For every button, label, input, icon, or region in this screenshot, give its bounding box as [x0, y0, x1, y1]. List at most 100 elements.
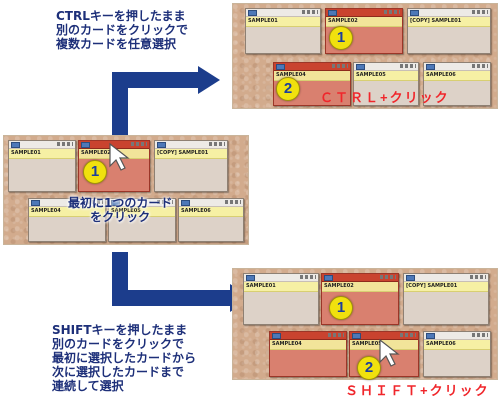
- card-toolbar: [29, 199, 105, 207]
- window-icon: [406, 275, 415, 281]
- window-icon: [11, 142, 20, 148]
- card[interactable]: SAMPLE06: [423, 331, 491, 377]
- card[interactable]: SAMPLE06: [423, 62, 491, 106]
- step-badge: 1: [329, 296, 353, 320]
- initial-selection-panel: SAMPLE01 SAMPLE02 [COPY] SAMPLE01 SAMPLE…: [3, 135, 249, 245]
- card[interactable]: SAMPLE06: [178, 198, 244, 242]
- card-toolbar: [424, 332, 490, 340]
- card[interactable]: SAMPLE01: [243, 273, 319, 325]
- card-controls[interactable]: [470, 275, 486, 279]
- instruction-line: 最初に1つのカード: [68, 196, 173, 210]
- card-title: [COPY] SAMPLE01: [155, 149, 227, 159]
- card-title: SAMPLE05: [109, 207, 175, 217]
- card-controls[interactable]: [209, 142, 225, 146]
- card-toolbar: [424, 63, 490, 71]
- card-selected[interactable]: SAMPLE04: [273, 62, 351, 106]
- card-controls[interactable]: [300, 275, 316, 279]
- card-title: SAMPLE04: [274, 71, 350, 81]
- card-controls[interactable]: [302, 10, 318, 14]
- card-controls[interactable]: [400, 333, 416, 337]
- card[interactable]: SAMPLE01: [8, 140, 76, 192]
- card-title: SAMPLE01: [9, 149, 75, 159]
- window-icon: [356, 64, 365, 70]
- step-badge: 2: [276, 77, 300, 101]
- card-controls[interactable]: [472, 10, 488, 14]
- card-controls[interactable]: [57, 142, 73, 146]
- card[interactable]: [COPY] SAMPLE01: [403, 273, 489, 325]
- window-icon: [328, 10, 337, 16]
- step-badge: 1: [83, 160, 107, 184]
- card[interactable]: SAMPLE05: [108, 198, 176, 242]
- card[interactable]: [COPY] SAMPLE01: [407, 8, 491, 54]
- instruction-line: 複数カードを任意選択: [56, 37, 177, 51]
- window-icon: [272, 333, 281, 339]
- card-toolbar: [354, 63, 418, 71]
- card-title: SAMPLE04: [29, 207, 105, 217]
- window-icon: [276, 64, 285, 70]
- card-controls[interactable]: [225, 200, 241, 204]
- card[interactable]: SAMPLE04: [28, 198, 106, 242]
- card-selected[interactable]: SAMPLE04: [269, 331, 347, 377]
- card-title: SAMPLE06: [424, 340, 490, 350]
- window-icon: [324, 275, 333, 281]
- card-toolbar: [404, 274, 488, 282]
- card-toolbar: [155, 141, 227, 149]
- window-icon: [81, 142, 90, 148]
- card-controls[interactable]: [131, 142, 147, 146]
- card-controls[interactable]: [87, 200, 103, 204]
- card-controls[interactable]: [157, 200, 173, 204]
- mouse-cursor-icon: [109, 142, 130, 171]
- card-toolbar: [9, 141, 75, 149]
- shift-click-label: ＳＨＩＦＴ+クリック: [345, 383, 490, 398]
- window-icon: [111, 200, 120, 206]
- card-controls[interactable]: [472, 64, 488, 68]
- card-toolbar: [274, 63, 350, 71]
- arrow-to-ctrl-panel: [112, 72, 200, 138]
- card-title: SAMPLE02: [322, 282, 398, 292]
- arrow-to-shift-panel: [112, 252, 232, 306]
- window-icon: [352, 333, 361, 339]
- card-title: SAMPLE06: [179, 207, 243, 217]
- window-icon: [157, 142, 166, 148]
- step-badge: 2: [357, 356, 381, 380]
- window-icon: [410, 10, 419, 16]
- ctrl-instruction: CTRLキーを押したまま 別のカードをクリックで 複数カードを任意選択: [56, 9, 188, 51]
- card-controls[interactable]: [380, 275, 396, 279]
- card-toolbar: [246, 9, 320, 17]
- card-controls[interactable]: [472, 333, 488, 337]
- card-title: SAMPLE06: [424, 71, 490, 81]
- window-icon: [248, 10, 257, 16]
- card-toolbar: [322, 274, 398, 282]
- window-icon: [246, 275, 255, 281]
- card-toolbar: [326, 9, 402, 17]
- card-controls[interactable]: [328, 333, 344, 337]
- card-title: [COPY] SAMPLE01: [404, 282, 488, 292]
- card-title: SAMPLE04: [270, 340, 346, 350]
- card-title: SAMPLE05: [354, 71, 418, 81]
- card[interactable]: SAMPLE01: [245, 8, 321, 54]
- card-toolbar: [350, 332, 418, 340]
- card-controls[interactable]: [384, 10, 400, 14]
- ctrl-click-label: ＣＴＲＬ+クリック: [320, 90, 450, 105]
- card-title: SAMPLE02: [326, 17, 402, 27]
- instruction-line: 次に選択したカードまで: [52, 365, 185, 379]
- card-toolbar: [244, 274, 318, 282]
- arrow-head-top: [198, 66, 220, 94]
- card-title: [COPY] SAMPLE01: [408, 17, 490, 27]
- card-toolbar: [109, 199, 175, 207]
- card-title: SAMPLE01: [244, 282, 318, 292]
- card-controls[interactable]: [400, 64, 416, 68]
- first-click-instruction: 最初に1つのカード をクリック: [68, 196, 172, 224]
- instruction-line: 連続して選択: [52, 379, 124, 393]
- instruction-line: 最初に選択したカードから: [52, 351, 197, 365]
- window-icon: [426, 64, 435, 70]
- instruction-line: CTRLキーを押したまま: [56, 9, 186, 23]
- instruction-line: 別のカードをクリックで: [56, 23, 189, 37]
- window-icon: [181, 200, 190, 206]
- card-controls[interactable]: [332, 64, 348, 68]
- card-toolbar: [179, 199, 243, 207]
- instruction-line: SHIFTキーを押したまま: [52, 323, 188, 337]
- card[interactable]: SAMPLE05: [353, 62, 419, 106]
- card[interactable]: [COPY] SAMPLE01: [154, 140, 228, 192]
- instruction-line: をクリック: [90, 210, 151, 224]
